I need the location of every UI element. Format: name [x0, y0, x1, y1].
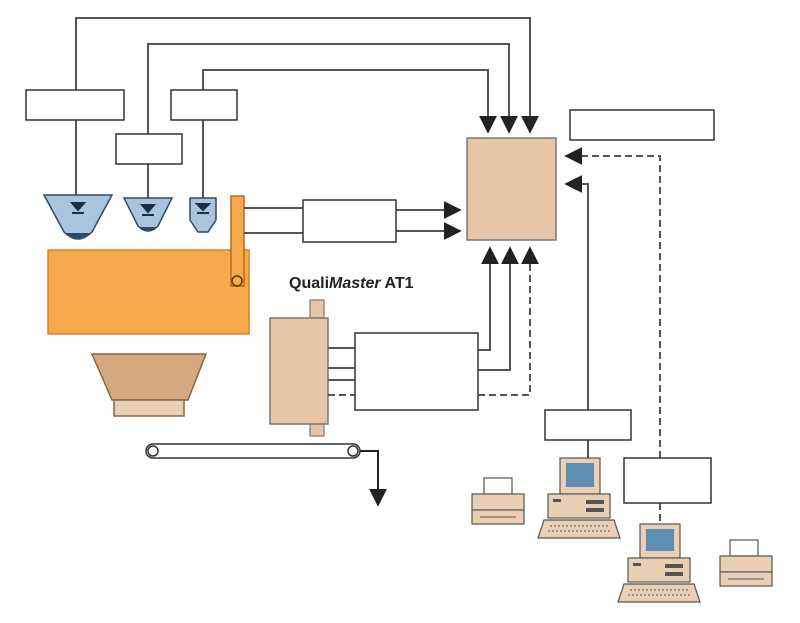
transmitter-label-box [302, 199, 397, 243]
valve-icon [194, 203, 212, 214]
hopper-3-label-box [170, 89, 238, 121]
qualimaster-analyzer [269, 299, 329, 437]
qualimaster-label: QualiMaster AT1 [289, 275, 414, 292]
analyzer-label-box [354, 332, 479, 411]
hopper-2-label-box [115, 133, 183, 165]
sensor-probe [230, 195, 245, 287]
printer-icon [471, 477, 525, 525]
hopper-small [189, 197, 217, 233]
conveyor-belt [145, 443, 387, 507]
pc-signal-lines [564, 147, 661, 524]
hopper-medium [122, 197, 174, 232]
collection-bin [90, 353, 208, 417]
probe-signal-lines [244, 201, 462, 240]
sensor-icon [231, 275, 243, 287]
printer-icon [719, 539, 773, 587]
computer-icon [617, 523, 701, 603]
pc-2-label-box [623, 457, 712, 504]
central-controller [466, 137, 557, 241]
mixer-tank [47, 249, 250, 335]
valve-icon [139, 204, 157, 216]
hopper-1-label-box [25, 89, 125, 121]
computer-icon [537, 457, 621, 539]
analyzer-signal-lines [328, 246, 539, 396]
hopper-signal-lines [75, 17, 539, 198]
pc-1-label-box [544, 409, 632, 441]
controller-label-box [569, 109, 715, 141]
hopper-large [42, 194, 114, 240]
valve-icon [69, 202, 87, 214]
